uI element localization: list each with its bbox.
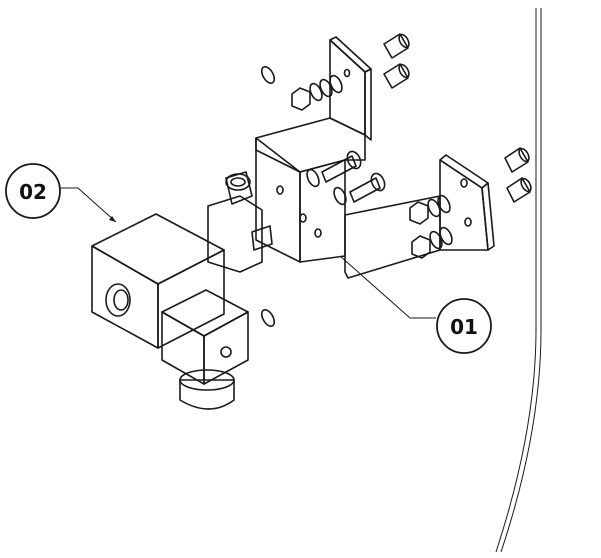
callout-02: 02	[5, 163, 61, 219]
wall-panel-edge	[495, 8, 542, 553]
callout-01-label: 01	[450, 315, 478, 339]
o-ring-lower	[260, 309, 276, 327]
callout-02-label: 02	[19, 180, 47, 204]
nut-washer-stack-right	[409, 194, 453, 259]
leader-line-01	[339, 255, 436, 319]
o-ring-upper	[260, 66, 276, 84]
nut-washer-stack-upper	[291, 74, 343, 111]
cap-screws-inner	[306, 150, 386, 206]
standoff-spacers-right	[504, 147, 532, 203]
standoff-spacers-upper	[383, 33, 410, 89]
leader-line-02	[60, 187, 117, 223]
rear-bracket-plate	[329, 36, 372, 141]
callout-01: 01	[436, 298, 492, 354]
solenoid-valve	[91, 171, 273, 410]
